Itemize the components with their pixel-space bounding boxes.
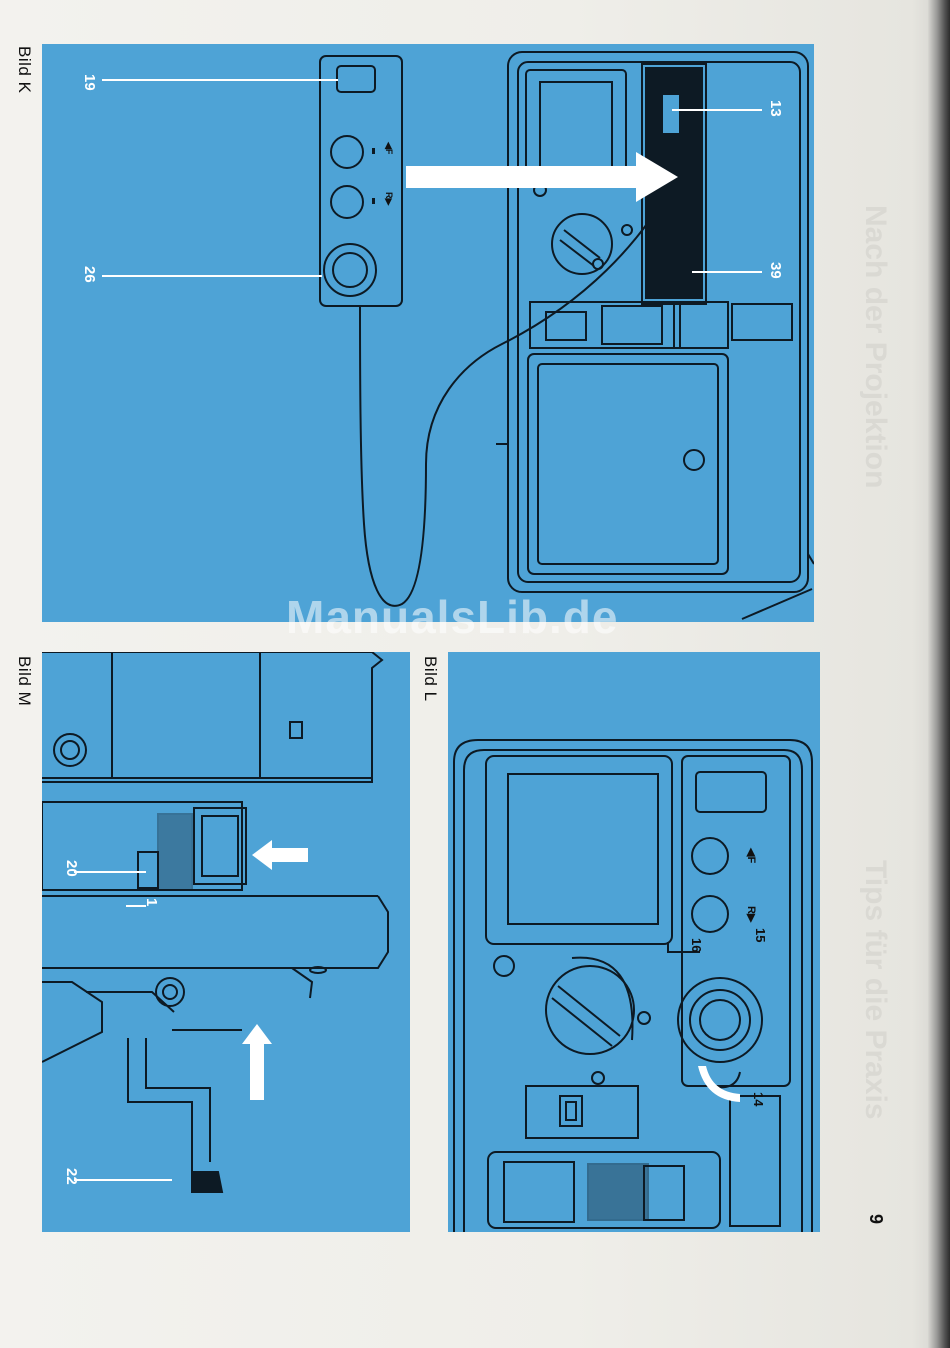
- figure-l-callout-16: 16: [689, 938, 704, 952]
- page-number: 9: [865, 1214, 886, 1224]
- figure-k-remote-label-r: R▶: [383, 192, 394, 205]
- figure-l-label-f: ◀F: [745, 848, 758, 863]
- figure-k-panel: ◀F R▶ 19 26 13 39: [42, 44, 814, 622]
- figure-k-illustration: [42, 44, 814, 622]
- figure-k-callout-19: 19: [81, 74, 98, 91]
- figure-l-caption: Bild L: [420, 656, 440, 702]
- watermark-text: ManualsLib.de: [286, 590, 618, 644]
- figure-l-callout-14: 14: [751, 1092, 766, 1106]
- ghost-heading-2: Tips für die Praxis: [858, 860, 892, 1120]
- figure-m-caption: Bild M: [14, 656, 34, 706]
- figure-m-callout-22: 22: [63, 1168, 80, 1185]
- figure-m-callout-20: 20: [63, 860, 80, 877]
- figure-k-callout-13: 13: [767, 100, 784, 117]
- figure-l-callout-15: 15: [753, 928, 768, 942]
- figure-m-panel: 20 1 22: [42, 652, 410, 1232]
- figure-k-remote-label-f: ◀F: [383, 142, 394, 154]
- ghost-heading-1: Nach der Projektion: [858, 205, 892, 488]
- figure-k-callout-26: 26: [81, 266, 98, 283]
- figure-m-illustration: [42, 652, 410, 1232]
- figure-k-callout-39: 39: [767, 262, 784, 279]
- figure-k-caption: Bild K: [14, 46, 34, 93]
- figure-l-label-r: R▶: [745, 906, 758, 922]
- figure-l-panel: ◀F R▶ 15 16 14: [448, 652, 820, 1232]
- book-spine: [928, 0, 950, 1348]
- figure-m-callout-1: 1: [143, 898, 160, 906]
